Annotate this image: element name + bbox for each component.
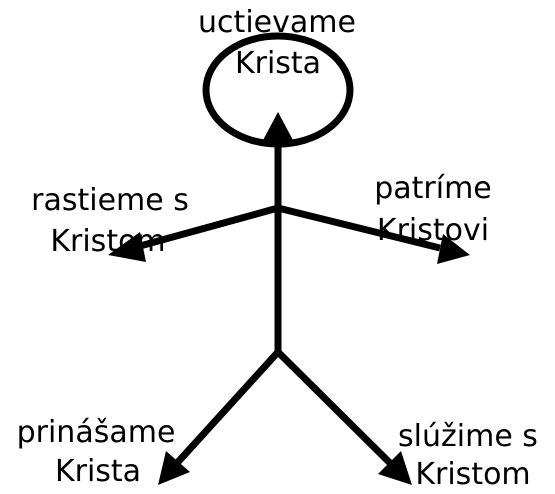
figure-left-arm	[139, 204, 279, 250]
label-bottom-left-line2: Krista	[55, 454, 141, 489]
label-bottom-left-line1: prinášame	[17, 415, 176, 450]
label-right-line2: Kristovi	[377, 213, 489, 248]
arrowhead-up	[262, 112, 294, 142]
figure-right-leg	[275, 349, 393, 466]
arrowhead-bottom-left	[158, 451, 190, 485]
arrowhead-left	[108, 232, 146, 262]
label-right-line1: patríme	[374, 171, 492, 206]
label-top-line1: uctievame	[198, 5, 356, 40]
label-bottom-right-line1: slúžime s	[398, 419, 538, 454]
figure-right-arm	[277, 204, 441, 252]
figure-left-leg	[175, 349, 281, 465]
arrowhead-bottom-right	[378, 451, 412, 485]
label-left-line2: Kristom	[50, 224, 165, 259]
label-bottom-right-line2: Kristom	[415, 457, 530, 492]
arrowhead-right	[437, 234, 470, 264]
label-top-line2: Krista	[235, 46, 321, 81]
label-left-line1: rastieme s	[31, 183, 189, 218]
